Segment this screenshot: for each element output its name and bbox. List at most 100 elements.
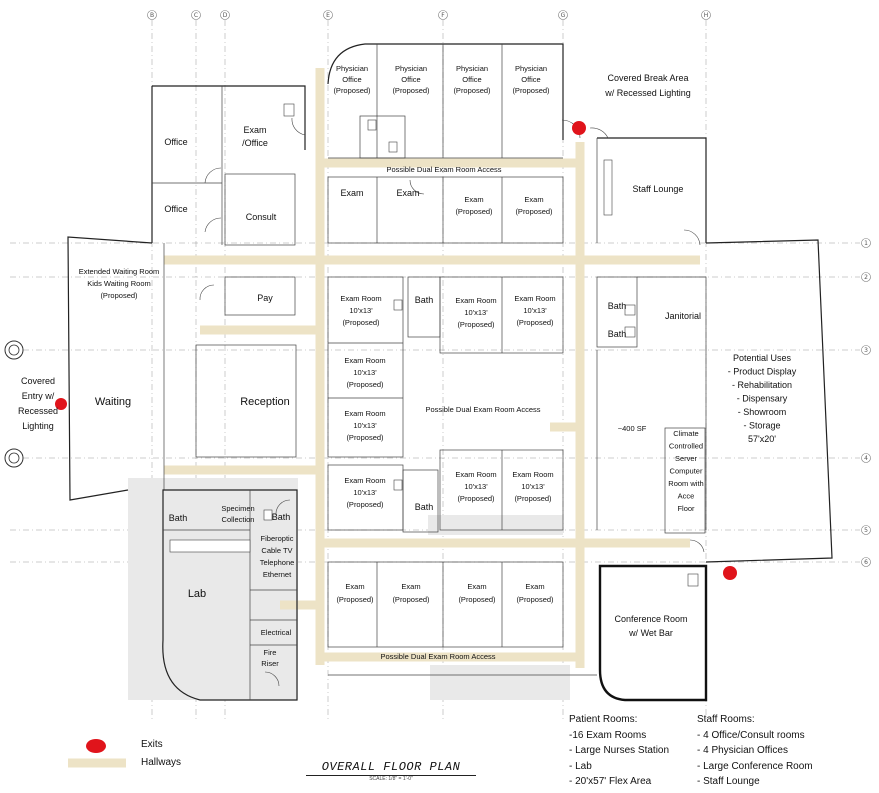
- grid-tag-h: H: [704, 12, 709, 19]
- label-line: 10'x13': [353, 368, 377, 377]
- label-line: Specimen: [221, 504, 254, 513]
- label-line: Exam: [464, 195, 483, 204]
- label-line: Lab: [188, 588, 206, 600]
- label-line: Exam Room: [512, 470, 553, 479]
- label-line: - Dispensary: [737, 394, 788, 404]
- label-line: Climate: [673, 429, 698, 438]
- label-line: Exam: [467, 582, 486, 591]
- label-line: Exam: [524, 195, 543, 204]
- plan-scale: SCALE: 1/8" = 1'-0": [306, 775, 476, 782]
- legend-exits-label: Exits: [141, 739, 163, 750]
- label-line: (Proposed): [453, 86, 491, 95]
- label-line: Exam: [396, 188, 419, 198]
- label-line: Exam Room: [340, 294, 381, 303]
- label-line: (Proposed): [392, 86, 430, 95]
- label-line: Electrical: [261, 628, 292, 637]
- label-exam-1: Exam: [340, 188, 363, 198]
- patient-rooms-heading: Patient Rooms:: [569, 714, 638, 725]
- label-line: Exam: [340, 188, 363, 198]
- label-line: (Proposed): [457, 494, 495, 503]
- label-line: Bath: [608, 329, 627, 339]
- plumbing-fixtures: [169, 103, 699, 587]
- label-line: Fire: [264, 648, 277, 657]
- label-staff-lounge: Staff Lounge: [633, 184, 684, 194]
- label-line: (Proposed): [514, 494, 552, 503]
- label-lab: Lab: [188, 588, 206, 600]
- exit-covered-entry: [55, 398, 67, 410]
- label-line: - Product Display: [728, 367, 797, 377]
- label-line: Bath: [169, 513, 188, 523]
- label-dual-access-mid: Possible Dual Exam Room Access: [425, 405, 540, 414]
- label-line: (Proposed): [515, 207, 553, 216]
- grid-tag-c: C: [194, 12, 198, 19]
- grid-tag-d: D: [223, 12, 228, 19]
- grid-tag-6: 6: [864, 559, 868, 566]
- label-bath-b: Bath: [608, 301, 627, 311]
- label-bath-a: Bath: [415, 295, 434, 305]
- label-office-2: Office: [164, 204, 187, 214]
- label-line: Consult: [246, 212, 277, 222]
- label-janitorial: Janitorial: [665, 311, 701, 321]
- grid-tag-3: 3: [864, 347, 868, 354]
- label-line: Office: [342, 75, 361, 84]
- label-dual-access-bottom: Possible Dual Exam Room Access: [380, 652, 495, 661]
- label-line: Kids Waiting Room: [87, 279, 151, 288]
- patient-rooms-summary: Patient Rooms: -16 Exam Rooms - Large Nu…: [569, 712, 669, 790]
- label-line: Bath: [608, 301, 627, 311]
- label-potential-uses: Potential Uses- Product Display- Rehabil…: [728, 353, 797, 444]
- hallways: [164, 68, 700, 668]
- label-line: Office: [164, 204, 187, 214]
- label-line: Office: [401, 75, 420, 84]
- label-line: Bath: [272, 512, 291, 522]
- patient-rooms-item: - Large Nurses Station: [569, 745, 670, 756]
- label-line: Janitorial: [665, 311, 701, 321]
- label-line: (Proposed): [392, 595, 430, 604]
- label-line: (Proposed): [458, 595, 496, 604]
- label-exam-proposed-top-2: Exam (Proposed): [515, 195, 553, 216]
- label-line: /Office: [242, 138, 268, 148]
- grid-tag-4: 4: [864, 455, 868, 462]
- label-line: Physician: [336, 64, 368, 73]
- label-line: Office: [521, 75, 540, 84]
- label-line: (Proposed): [336, 595, 374, 604]
- label-bath-d: Bath: [415, 502, 434, 512]
- grid-tag-e: E: [326, 12, 330, 19]
- label-line: Waiting: [95, 396, 131, 408]
- label-line: Exam: [345, 582, 364, 591]
- row-grid-tags: 1 2 3 4 5 6: [861, 238, 871, 567]
- patient-rooms-item: - Lab: [569, 760, 592, 772]
- label-line: Pay: [257, 293, 273, 303]
- grid-tag-1: 1: [864, 240, 868, 247]
- label-line: 10'x13': [523, 306, 547, 315]
- label-exam-proposed-bottom-4: Exam(Proposed): [516, 582, 554, 604]
- grid-tag-2: 2: [864, 274, 868, 281]
- plan-title: OVERALL FLOOR PLAN: [321, 760, 461, 774]
- label-line: (Proposed): [516, 595, 554, 604]
- label-line: Exam Room: [455, 296, 496, 305]
- staff-rooms-summary: Staff Rooms: - 4 Office/Consult rooms - …: [697, 712, 813, 790]
- patient-rooms-item: - 20'x57' Flex Area: [569, 776, 652, 787]
- staff-rooms-heading: Staff Rooms:: [697, 714, 755, 725]
- label-line: Physician: [515, 64, 547, 73]
- label-line: Physician: [456, 64, 488, 73]
- label-line: w/ Recessed Lighting: [604, 88, 691, 98]
- label-exam-proposed-top-1: Exam(Proposed): [455, 195, 493, 216]
- label-line: Conference Room: [614, 614, 687, 624]
- label-line: Telephone: [260, 558, 295, 567]
- label-line: ~400 SF: [618, 424, 647, 433]
- label-line: Possible Dual Exam Room Access: [386, 165, 501, 174]
- label-flex-area: ~400 SF: [618, 424, 647, 433]
- label-line: (Proposed): [457, 320, 495, 329]
